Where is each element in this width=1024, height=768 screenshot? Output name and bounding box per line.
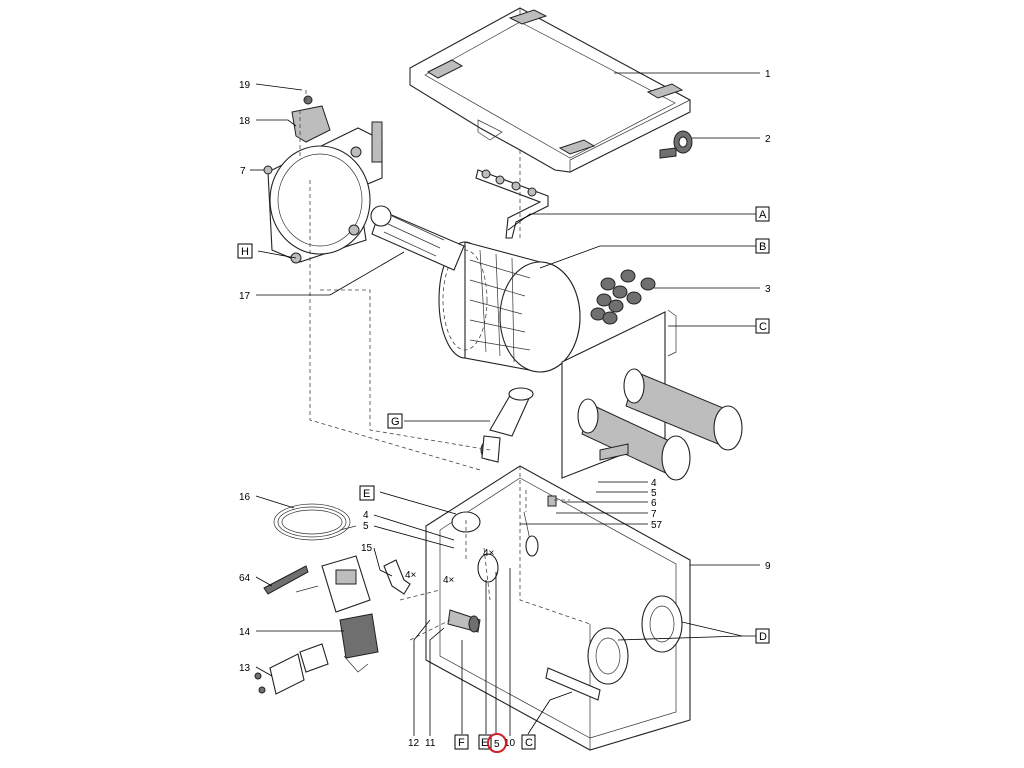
callout-14: 14 bbox=[239, 627, 251, 638]
highlight-circle bbox=[487, 733, 507, 753]
svg-text:D: D bbox=[759, 631, 767, 643]
callout-17: 17 bbox=[239, 291, 251, 302]
highlighted-callout: 5 bbox=[487, 733, 507, 753]
svg-text:E: E bbox=[481, 737, 488, 749]
hose-coil-part bbox=[273, 503, 357, 541]
callout-18: 18 bbox=[239, 116, 251, 127]
elbow-part bbox=[383, 559, 411, 595]
front-plate-part bbox=[267, 121, 383, 264]
letter-box-d: D bbox=[755, 628, 770, 644]
float-switch-part bbox=[523, 495, 557, 557]
plugs-part bbox=[590, 269, 656, 325]
divider-wall-part bbox=[561, 309, 743, 481]
svg-text:F: F bbox=[458, 737, 465, 749]
multiplier-4x-a: 4× bbox=[405, 570, 417, 581]
callout-16: 16 bbox=[239, 492, 251, 503]
valve-block-part bbox=[291, 95, 331, 143]
callout-7-right: 7 bbox=[651, 509, 657, 520]
uv-clarifier-part bbox=[480, 387, 534, 463]
svg-text:C: C bbox=[759, 321, 767, 333]
callout-4-right: 4 bbox=[651, 478, 657, 489]
callout-5-right: 5 bbox=[651, 488, 657, 499]
housing-part bbox=[425, 465, 691, 751]
transformer-part bbox=[339, 613, 379, 673]
letter-box-b: B bbox=[755, 238, 770, 254]
filter-tube-upper bbox=[623, 368, 743, 451]
letter-box-a: A bbox=[755, 206, 770, 222]
callout-19: 19 bbox=[239, 80, 251, 91]
callout-10: 10 bbox=[504, 738, 516, 749]
filter-tube-lower bbox=[577, 398, 691, 481]
number-callouts: 1 2 3 4 5 6 7 57 9 19 18 7 17 16 4 5 15 … bbox=[239, 69, 771, 749]
drum-filter-part bbox=[438, 241, 581, 373]
callout-2: 2 bbox=[765, 134, 771, 145]
pipe-part-a bbox=[475, 169, 549, 239]
callout-1: 1 bbox=[765, 69, 771, 80]
mounting-bracket-part bbox=[254, 643, 329, 695]
callout-57: 57 bbox=[651, 520, 663, 531]
callout-15: 15 bbox=[361, 543, 373, 554]
callout-3: 3 bbox=[765, 284, 771, 295]
leader-lines bbox=[250, 72, 760, 736]
svg-text:A: A bbox=[759, 209, 767, 221]
letter-box-c-bottom: C bbox=[521, 734, 536, 750]
connector-part-f bbox=[447, 609, 481, 633]
letter-box-c: C bbox=[755, 318, 770, 334]
callout-11: 11 bbox=[425, 738, 436, 749]
letter-box-g: G bbox=[387, 413, 403, 429]
stake-part bbox=[263, 565, 309, 595]
filter-basket-part bbox=[370, 205, 465, 271]
highlighted-callout-5: 5 bbox=[494, 739, 500, 750]
controller-box-part bbox=[295, 555, 371, 613]
tape-roll-part bbox=[659, 130, 693, 159]
callout-5-left: 5 bbox=[363, 521, 369, 532]
callout-12: 12 bbox=[408, 738, 420, 749]
callout-9: 9 bbox=[765, 561, 771, 572]
multiplier-4x-b: 4× bbox=[443, 575, 455, 586]
svg-text:C: C bbox=[525, 737, 533, 749]
svg-text:H: H bbox=[241, 246, 249, 258]
multiplier-4x-c: 4× bbox=[483, 548, 495, 559]
svg-text:G: G bbox=[391, 416, 400, 428]
callout-7-left: 7 bbox=[240, 166, 246, 177]
letter-box-e-top: E bbox=[359, 485, 375, 501]
screw-7-part bbox=[263, 165, 273, 175]
lid-part bbox=[409, 7, 691, 173]
letter-box-h: H bbox=[237, 243, 253, 259]
svg-text:E: E bbox=[363, 488, 370, 500]
letter-box-f: F bbox=[454, 734, 469, 750]
svg-text:B: B bbox=[759, 241, 766, 253]
callout-64: 64 bbox=[239, 573, 251, 584]
callout-4-left: 4 bbox=[363, 510, 369, 521]
callout-6: 6 bbox=[651, 498, 657, 509]
callout-13: 13 bbox=[239, 663, 251, 674]
assembly-guides bbox=[299, 90, 570, 641]
